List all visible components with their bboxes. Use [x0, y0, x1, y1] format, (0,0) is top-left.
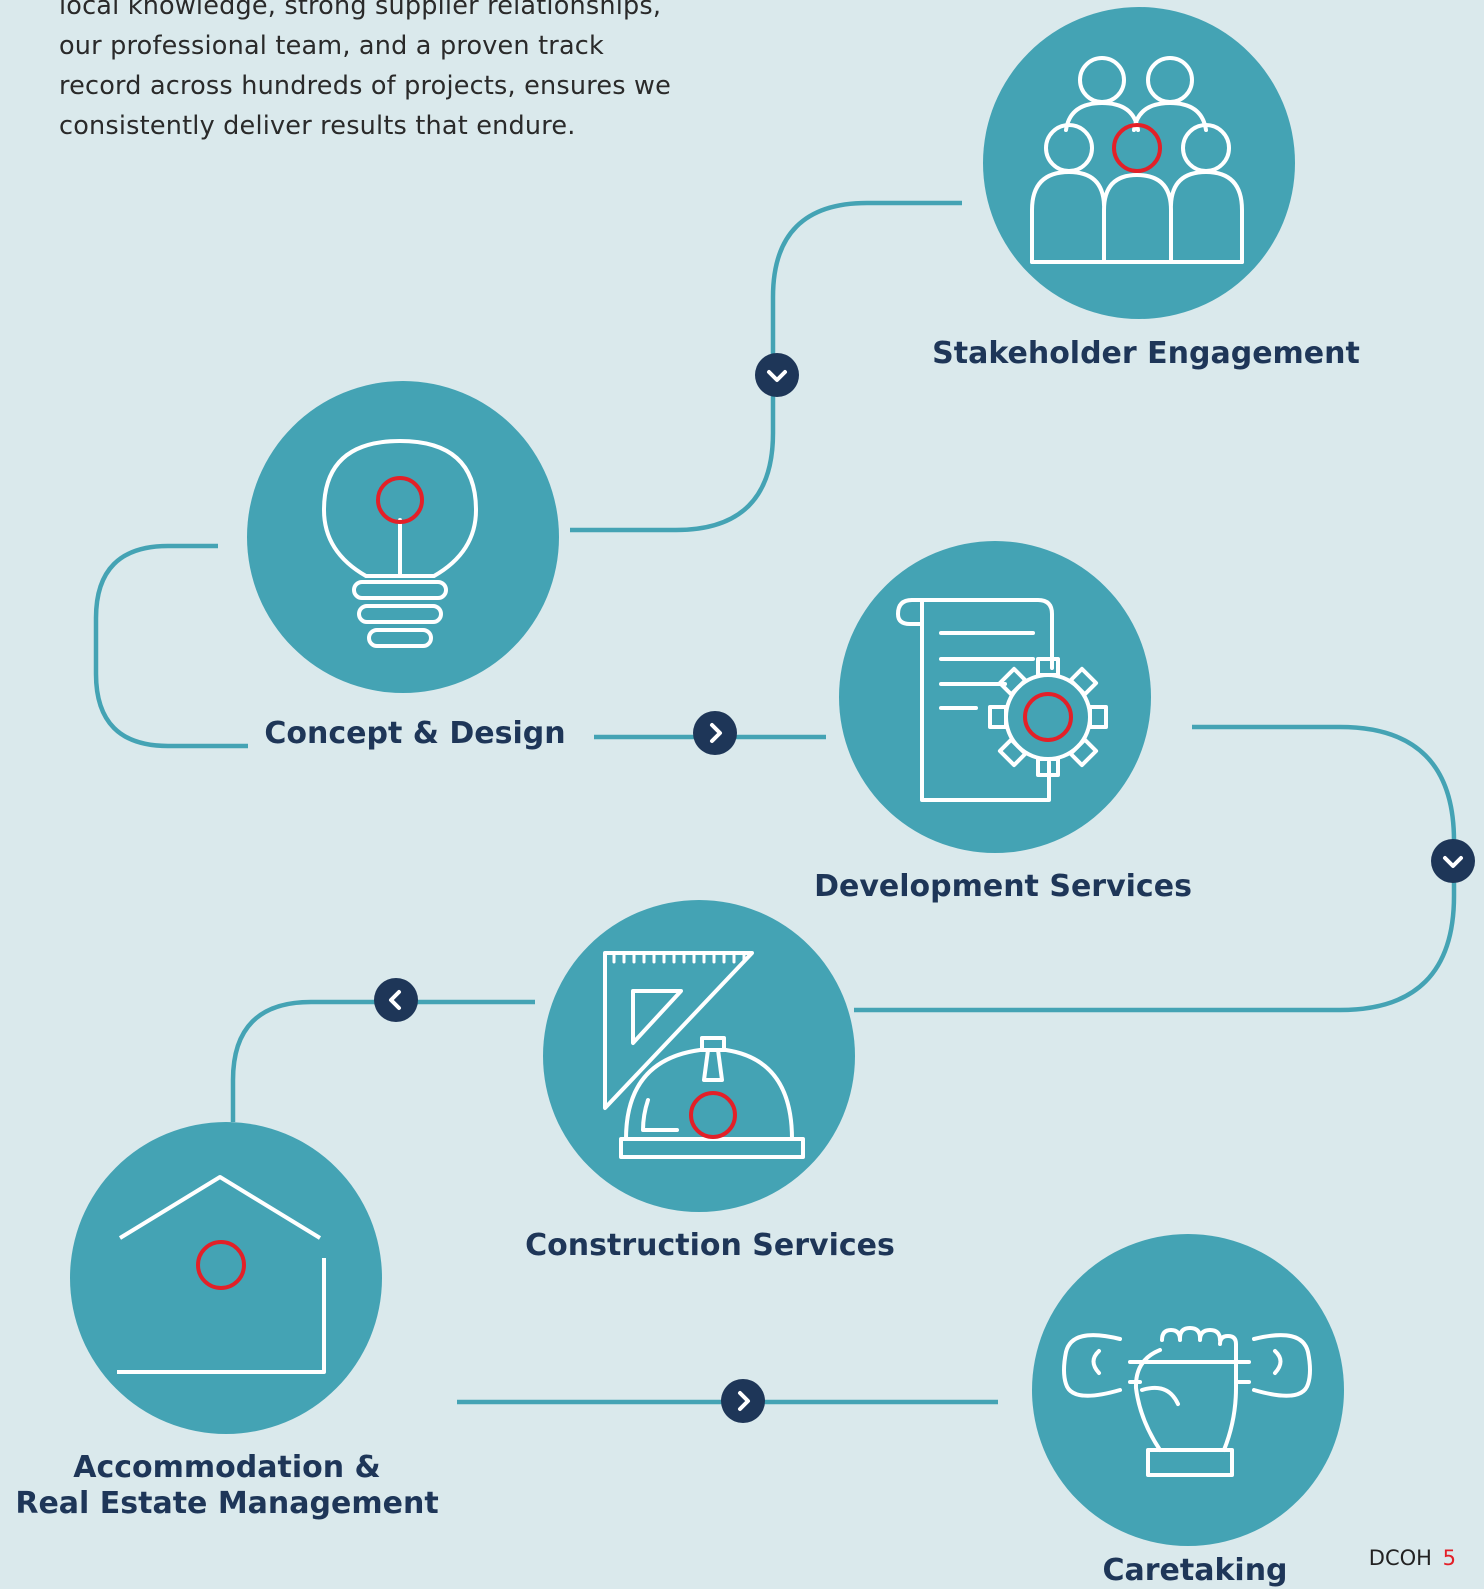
lightbulb-icon: [322, 439, 478, 648]
step-label-stakeholder-engagement: Stakeholder Engagement: [932, 336, 1360, 371]
gear: [988, 657, 1108, 777]
step-label-accommodation-real-estate: Accommodation & Real Estate Management: [15, 1450, 439, 1521]
arrow-right-icon: [721, 1379, 765, 1423]
connector-construction-to-accommodation: [230, 999, 535, 1122]
arrow-right-icon: [693, 711, 737, 755]
set-square-hardhat-icon: [603, 951, 805, 1159]
step-circles: [70, 7, 1344, 1546]
construction-circle: [543, 900, 855, 1212]
page-number: 5: [1442, 1546, 1456, 1570]
intro-line: local knowledge, strong supplier relatio…: [59, 0, 662, 21]
step-label-concept-design: Concept & Design: [264, 716, 566, 751]
caretaking-circle: [1032, 1234, 1344, 1546]
connector-concept-loop: [93, 543, 248, 749]
page-footer: DCOH 5: [1369, 1546, 1456, 1570]
people-group-icon: [1030, 56, 1244, 264]
stakeholder-circle: [983, 7, 1295, 319]
intro-line: record across hundreds of projects, ensu…: [59, 71, 671, 101]
house-icon: [117, 1175, 326, 1374]
hand-wrench-icon: [1062, 1326, 1312, 1477]
step-label-caretaking: Caretaking: [1102, 1553, 1288, 1588]
step-label-development-services: Development Services: [814, 869, 1192, 904]
development-circle: [839, 541, 1151, 853]
intro-paragraph: local knowledge, strong supplier relatio…: [59, 0, 739, 146]
footer-brand: DCOH: [1368, 1546, 1432, 1570]
flow-arrows: [374, 353, 1475, 1423]
step-label-construction-services: Construction Services: [525, 1228, 895, 1263]
document-gear-icon: [896, 598, 1108, 802]
concept-circle: [247, 381, 559, 693]
intro-line: consistently deliver results that endure…: [59, 111, 576, 141]
arrow-left-icon: [374, 978, 418, 1022]
arrow-down-icon: [755, 353, 799, 397]
accommodation-circle: [70, 1122, 382, 1434]
arrow-down-icon: [1431, 839, 1475, 883]
intro-line: our professional team, and a proven trac…: [59, 31, 604, 61]
